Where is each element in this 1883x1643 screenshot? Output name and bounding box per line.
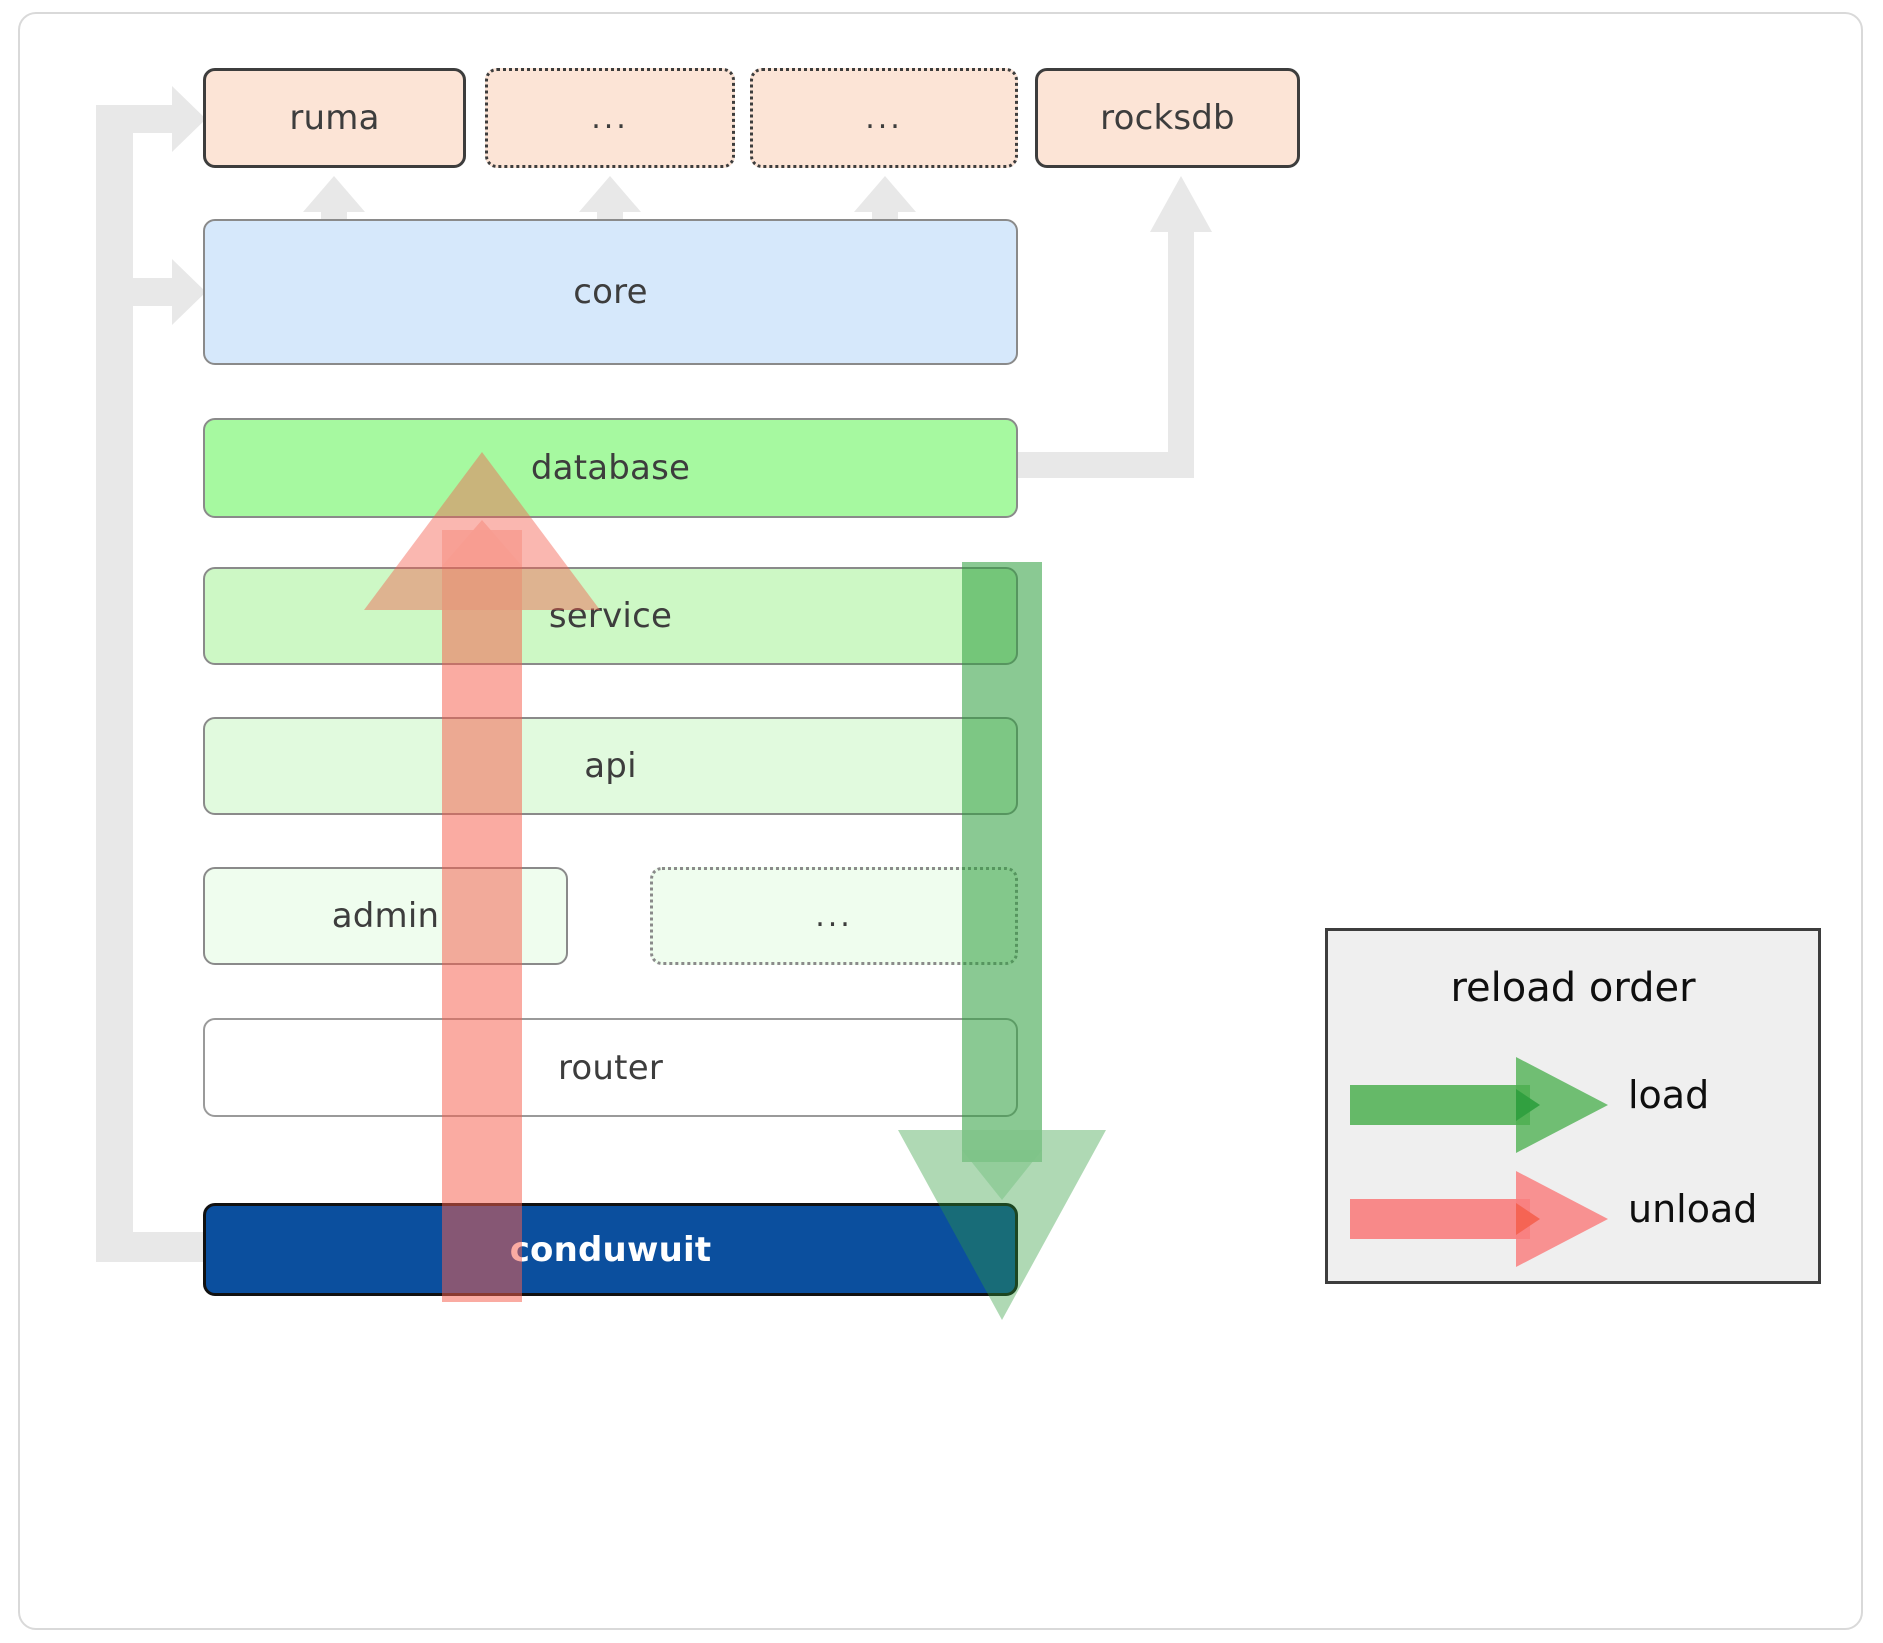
- node-admin-label: admin: [331, 896, 440, 936]
- legend-row-load: load: [1328, 1057, 1818, 1153]
- node-core-label: core: [573, 272, 648, 312]
- node-dependency-ellipsis-2[interactable]: ...: [750, 68, 1018, 168]
- load-arrow-icon: [1350, 1057, 1608, 1153]
- node-conduwuit[interactable]: conduwuit: [203, 1203, 1018, 1296]
- legend-label-unload: unload: [1628, 1187, 1758, 1231]
- legend-title: reload order: [1450, 965, 1696, 1011]
- node-service-label: service: [548, 596, 673, 636]
- node-dependency-ellipsis-2-label: ...: [865, 100, 903, 136]
- legend-row-unload: unload: [1328, 1171, 1818, 1267]
- node-rocksdb-label: rocksdb: [1100, 98, 1235, 138]
- node-ruma[interactable]: ruma: [203, 68, 466, 168]
- node-layer-ellipsis[interactable]: ...: [650, 867, 1018, 965]
- node-router-label: router: [557, 1047, 663, 1088]
- node-api-label: api: [584, 746, 637, 786]
- node-ruma-label: ruma: [289, 98, 380, 138]
- node-database[interactable]: database: [203, 418, 1018, 518]
- node-rocksdb[interactable]: rocksdb: [1035, 68, 1300, 168]
- legend-panel: reload order load unload: [1325, 928, 1821, 1284]
- legend-label-load: load: [1628, 1073, 1710, 1117]
- node-database-label: database: [530, 448, 691, 488]
- node-conduwuit-label: conduwuit: [509, 1229, 712, 1270]
- node-api[interactable]: api: [203, 717, 1018, 815]
- node-dependency-ellipsis-1[interactable]: ...: [485, 68, 735, 168]
- node-service[interactable]: service: [203, 567, 1018, 665]
- node-dependency-ellipsis-1-label: ...: [591, 100, 629, 136]
- node-core[interactable]: core: [203, 219, 1018, 365]
- node-layer-ellipsis-label: ...: [815, 898, 853, 934]
- node-admin[interactable]: admin: [203, 867, 568, 965]
- unload-arrow-icon: [1350, 1171, 1608, 1267]
- node-router[interactable]: router: [203, 1018, 1018, 1117]
